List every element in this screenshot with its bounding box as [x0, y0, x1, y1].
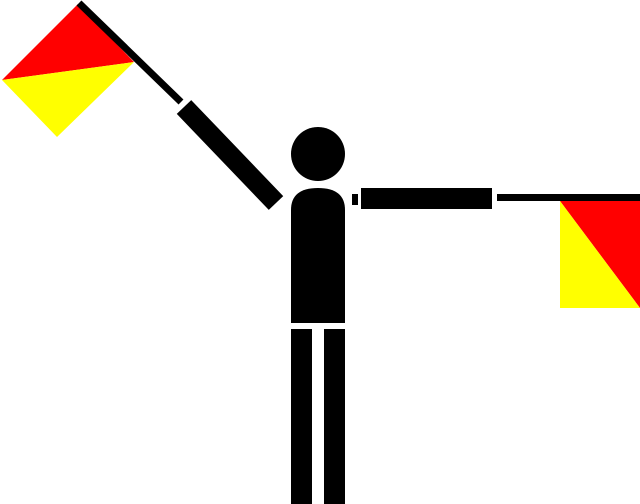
left-flag-icon — [2, 4, 134, 137]
torso — [291, 188, 345, 323]
right-arm-shoulder — [352, 194, 358, 205]
right-leg — [324, 329, 345, 504]
head — [291, 127, 345, 181]
right-flag-icon — [560, 201, 640, 308]
left-flag-red-half — [2, 4, 134, 80]
right-flag-yellow-half — [560, 201, 640, 308]
right-flag-pole — [497, 194, 640, 201]
left-leg — [291, 329, 312, 504]
left-arm — [176, 100, 284, 210]
right-arm — [361, 188, 492, 209]
left-flag-pole — [76, 0, 184, 105]
left-flag-yellow-half — [2, 62, 134, 137]
